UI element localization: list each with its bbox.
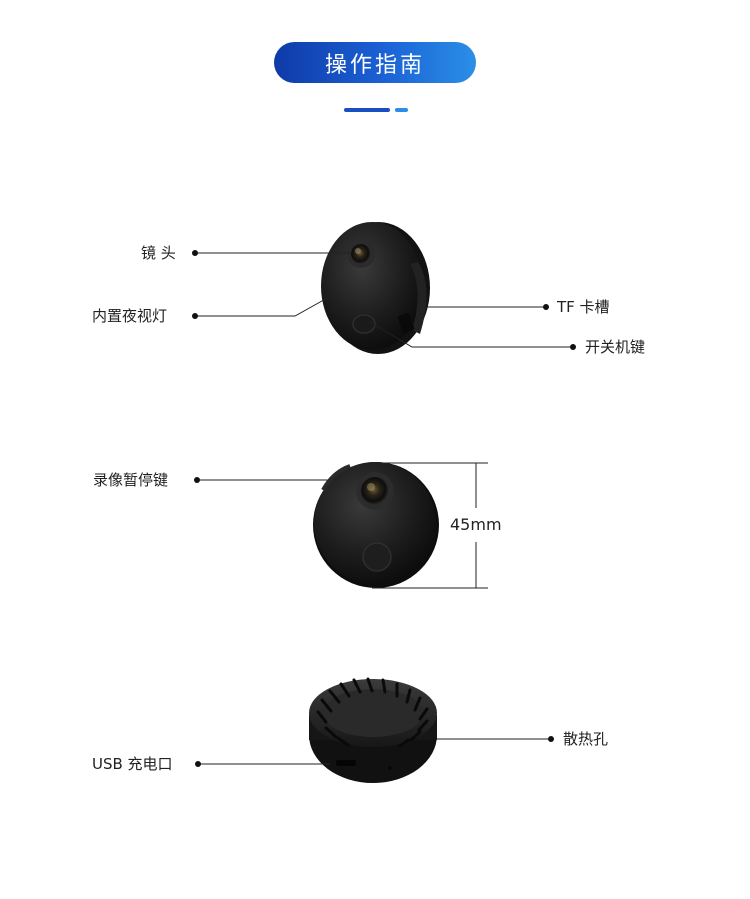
camera-front-view [313,462,439,588]
page-title: 操作指南 [274,42,476,83]
title-underline-long [344,108,390,112]
page-title-text: 操作指南 [324,52,425,78]
lens-label: 镜 头 [141,244,176,262]
callout-lines-view1 [195,252,573,348]
dimension-lines [372,462,488,589]
tf-slot-label: TF 卡槽 [557,298,610,316]
diameter-label: 45mm [450,515,502,534]
vent-label: 散热孔 [563,730,609,748]
vent-slots [316,677,429,748]
callout-dots-view1 [192,250,576,350]
camera-angled-view [321,222,430,354]
callout-dot-view2 [194,477,200,483]
night-light-label: 内置夜视灯 [92,307,168,325]
usb-port-label: USB 充电口 [92,755,173,773]
record-key-label: 录像暂停键 [93,471,169,489]
title-underline-short [395,108,408,112]
camera-back-view [309,677,437,783]
callout-lines-view3 [198,738,551,765]
callout-dots-view3 [195,736,554,767]
power-key-label: 开关机键 [585,338,646,356]
